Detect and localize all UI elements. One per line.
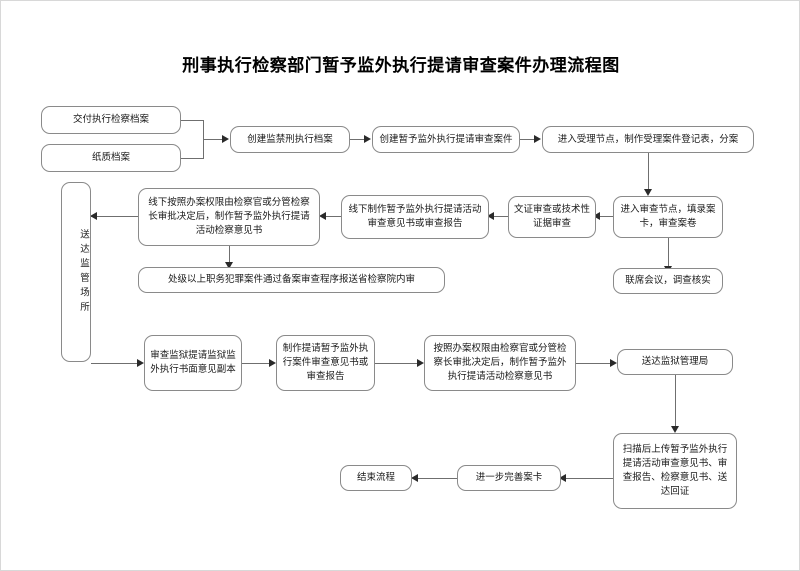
node-label: 制作提请暂予监外执行案件审查意见书或审查报告 [282, 343, 369, 382]
node-acceptance-node[interactable]: 进入受理节点，制作受理案件登记表，分案 [542, 126, 754, 153]
arrowhead-to-n18 [559, 474, 566, 482]
node-label: 创建暂予监外执行提请审查案件 [379, 133, 513, 145]
edge-n1-out [181, 120, 203, 121]
edge-n3-to-n4 [350, 139, 367, 140]
arrowhead-to-n12 [90, 212, 97, 220]
edge-n6-to-n7 [668, 238, 669, 269]
arrowhead-to-n4 [364, 135, 371, 143]
node-document-evidence-review[interactable]: 文证审查或技术性证据审查 [508, 196, 596, 238]
node-paper-file[interactable]: 纸质档案 [41, 144, 181, 172]
node-review-node[interactable]: 进入审查节点，填录案卡，审查案卷 [613, 196, 723, 238]
node-provincial-record-review[interactable]: 处级以上职务犯罪案件通过备案审查程序报送省检察院内审 [138, 267, 445, 293]
node-label: 审查监狱提请监狱监外执行书面意见副本 [150, 350, 236, 375]
node-label: 联席会议，调查核实 [625, 275, 711, 286]
node-refine-case-card[interactable]: 进一步完善案卡 [457, 465, 561, 491]
edge-n15-to-n16 [576, 363, 612, 364]
edge-n4-to-n5 [520, 139, 537, 140]
arrowhead-to-n15 [417, 359, 424, 367]
node-approval-opinion[interactable]: 按照办案权限由检察官或分管检察长审批决定后，制作暂予监外执行提请活动检察意见书 [424, 335, 576, 391]
edge-n17-to-n18 [561, 478, 613, 479]
edge-merge-to-n3 [203, 139, 225, 140]
node-review-prison-opinion-copy[interactable]: 审查监狱提请监狱监外执行书面意见副本 [144, 335, 242, 391]
node-label: 交付执行检察档案 [72, 114, 149, 125]
node-offline-review-opinion[interactable]: 线下制作暂予监外执行提请活动审查意见书或审查报告 [341, 195, 489, 239]
edge-n6-to-n8 [595, 216, 613, 217]
edge-n5-to-n6 [648, 153, 649, 192]
edge-n8-to-n9 [489, 216, 508, 217]
edge-n16-to-n17 [675, 375, 676, 429]
node-label: 进入受理节点，制作受理案件登记表，分案 [557, 133, 739, 145]
node-label: 进入审查节点，填录案卡，审查案卷 [620, 204, 716, 229]
edge-n14-to-n15 [375, 363, 419, 364]
arrowhead-to-n19 [411, 474, 418, 482]
node-make-review-opinion[interactable]: 制作提请暂予监外执行案件审查意见书或审查报告 [276, 335, 375, 391]
arrowhead-to-n8 [593, 212, 600, 220]
arrowhead-to-n13 [137, 359, 144, 367]
edge-n12-to-n13 [91, 363, 139, 364]
edge-n18-to-n19 [413, 478, 457, 479]
edge-n10-to-n11 [229, 246, 230, 265]
node-delivery-execution-file[interactable]: 交付执行检察档案 [41, 106, 181, 134]
arrowhead-to-n10 [319, 212, 326, 220]
node-create-case[interactable]: 创建暂予监外执行提请审查案件 [372, 126, 520, 153]
arrowhead-to-n16 [610, 359, 617, 367]
node-label: 线下制作暂予监外执行提请活动审查意见书或审查报告 [348, 204, 482, 229]
node-label: 送达监管场所 [78, 228, 89, 316]
node-label: 处级以上职务犯罪案件通过备案审查程序报送省检察院内审 [167, 274, 415, 285]
node-create-custodial-file[interactable]: 创建监禁刑执行档案 [230, 126, 350, 153]
node-label: 扫描后上传暂予监外执行提请活动审查意见书、审查报告、检察意见书、送达回证 [622, 444, 728, 497]
node-joint-meeting[interactable]: 联席会议，调查核实 [613, 268, 723, 294]
edge-n2-out [181, 158, 203, 159]
node-label: 创建监禁刑执行档案 [247, 133, 333, 145]
node-offline-approval-opinion[interactable]: 线下按照办案权限由检察官或分管检察长审批决定后，制作暂予监外执行提请活动检察意见… [138, 188, 320, 246]
page-title: 刑事执行检察部门暂予监外执行提请审查案件办理流程图 [182, 56, 620, 76]
arrowhead-to-n3 [222, 135, 229, 143]
edge-n9-to-n10 [321, 216, 341, 217]
edge-n13-to-n14 [242, 363, 271, 364]
node-label: 文证审查或技术性证据审查 [514, 204, 591, 229]
node-label: 线下按照办案权限由检察官或分管检察长审批决定后，制作暂予监外执行提请活动检察意见… [148, 197, 310, 236]
node-label: 进一步完善案卡 [475, 472, 543, 483]
arrowhead-to-n11 [225, 262, 233, 269]
node-label: 送达监狱管理局 [641, 356, 709, 367]
node-scan-and-upload[interactable]: 扫描后上传暂予监外执行提请活动审查意见书、审查报告、检察意见书、送达回证 [613, 433, 737, 509]
node-label: 纸质档案 [91, 152, 130, 163]
arrowhead-to-n9 [487, 212, 494, 220]
node-deliver-to-prison-bureau[interactable]: 送达监狱管理局 [617, 349, 733, 375]
arrowhead-to-n17 [671, 426, 679, 433]
arrowhead-to-n5 [534, 135, 541, 143]
node-deliver-to-supervision-site[interactable]: 送达监管场所 [61, 182, 91, 362]
node-end-process[interactable]: 结束流程 [340, 465, 412, 491]
edge-n10-to-n12 [91, 216, 138, 217]
node-label: 结束流程 [356, 472, 395, 483]
node-label: 按照办案权限由检察官或分管检察长审批决定后，制作暂予监外执行提请活动检察意见书 [433, 343, 567, 382]
arrowhead-to-n14 [269, 359, 276, 367]
arrowhead-to-n6 [644, 189, 652, 196]
